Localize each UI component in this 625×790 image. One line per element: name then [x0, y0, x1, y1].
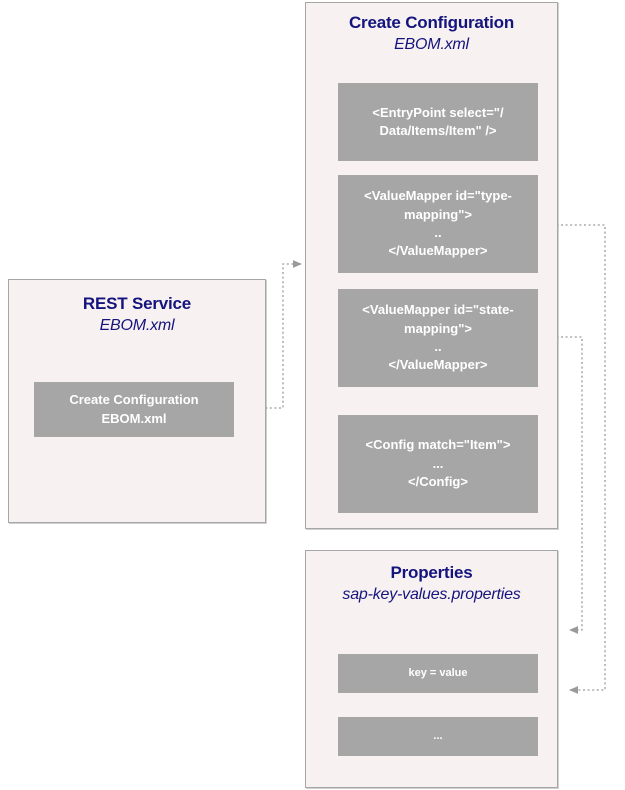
- panel-create-configuration[interactable]: Create Configuration EBOM.xml <EntryPoin…: [305, 2, 558, 529]
- properties-subtitle: sap-key-values.properties: [342, 586, 521, 603]
- rest-service-title: REST Service: [82, 294, 192, 313]
- rest-service-subtitle: EBOM.xml: [99, 317, 175, 334]
- entrypoint-box[interactable]: <EntryPoint select="/ Data/Items/Item" /…: [338, 83, 538, 161]
- panel-rest-service[interactable]: REST Service EBOM.xml Create Configurati…: [8, 279, 266, 523]
- create-configuration-title: Create Configuration: [348, 13, 515, 32]
- value-mapper-state-mapping-box[interactable]: <ValueMapper id="state- mapping"> .. </V…: [338, 289, 538, 387]
- panel-properties[interactable]: Properties sap-key-values.properties key…: [305, 550, 558, 788]
- rest-service-create-configuration-box[interactable]: Create Configuration EBOM.xml: [34, 382, 234, 437]
- config-match-item-box[interactable]: <Config match="Item"> ... </Config>: [338, 415, 538, 513]
- create-configuration-subtitle: EBOM.xml: [394, 36, 469, 53]
- value-mapper-type-mapping-box[interactable]: <ValueMapper id="type- mapping"> .. </Va…: [338, 175, 538, 273]
- properties-ellipsis-box[interactable]: ...: [338, 717, 538, 756]
- properties-title: Properties: [390, 563, 473, 582]
- properties-key-value-box[interactable]: key = value: [338, 654, 538, 693]
